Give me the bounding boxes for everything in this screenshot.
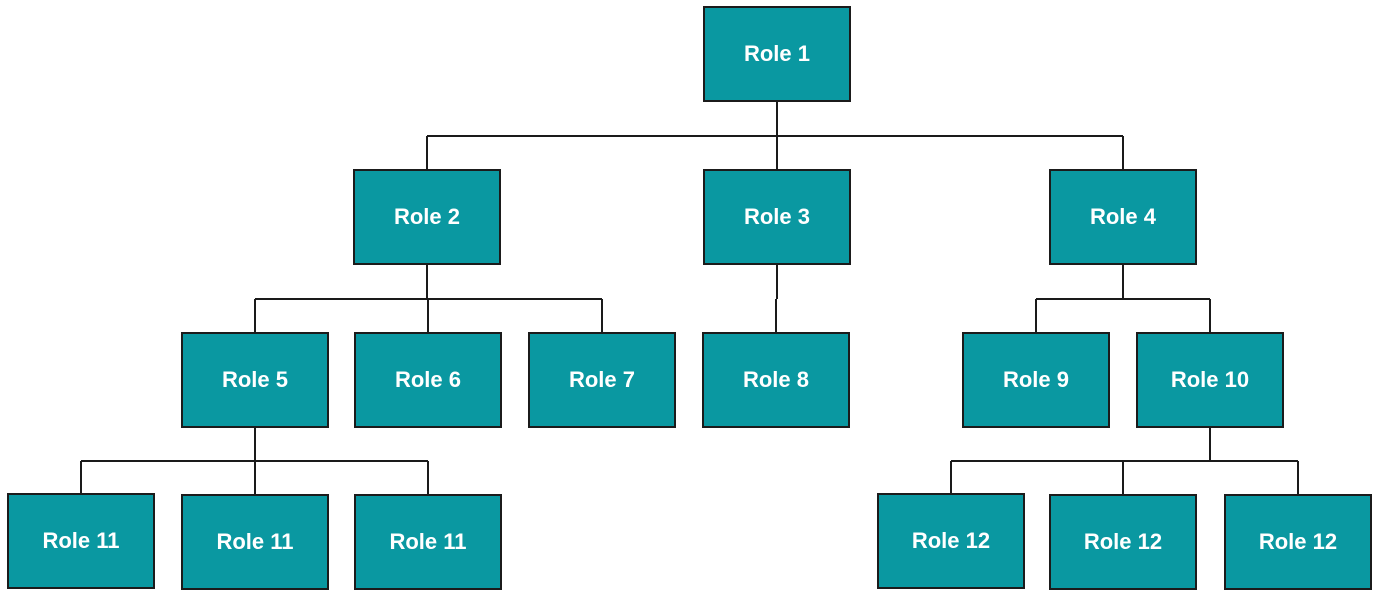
node-label: Role 8 — [742, 367, 810, 392]
org-node-role-9: Role 9 — [962, 332, 1110, 428]
node-label: Role 7 — [568, 367, 636, 392]
org-node-role-5: Role 5 — [181, 332, 329, 428]
node-label: Role 6 — [394, 367, 462, 392]
org-node-role-4: Role 4 — [1049, 169, 1197, 265]
node-label: Role 10 — [1170, 367, 1250, 392]
org-node-role-12: Role 12 — [1224, 494, 1372, 590]
node-label: Role 1 — [743, 41, 811, 66]
org-node-role-2: Role 2 — [353, 169, 501, 265]
org-node-role-3: Role 3 — [703, 169, 851, 265]
node-label: Role 5 — [221, 367, 289, 392]
node-label: Role 11 — [42, 528, 120, 553]
org-node-role-1: Role 1 — [703, 6, 851, 102]
node-label: Role 12 — [1258, 529, 1338, 554]
node-label: Role 2 — [393, 204, 461, 229]
node-label: Role 3 — [743, 204, 811, 229]
node-label: Role 11 — [389, 529, 467, 554]
org-node-role-10: Role 10 — [1136, 332, 1284, 428]
org-node-role-11: Role 11 — [354, 494, 502, 590]
org-node-role-11: Role 11 — [7, 493, 155, 589]
org-node-role-12: Role 12 — [877, 493, 1025, 589]
org-node-role-8: Role 8 — [702, 332, 850, 428]
node-label: Role 12 — [1083, 529, 1163, 554]
org-node-role-6: Role 6 — [354, 332, 502, 428]
node-label: Role 4 — [1089, 204, 1157, 229]
node-label: Role 9 — [1002, 367, 1070, 392]
node-label: Role 11 — [216, 529, 294, 554]
org-node-role-11: Role 11 — [181, 494, 329, 590]
org-node-role-7: Role 7 — [528, 332, 676, 428]
org-node-role-12: Role 12 — [1049, 494, 1197, 590]
node-label: Role 12 — [911, 528, 991, 553]
